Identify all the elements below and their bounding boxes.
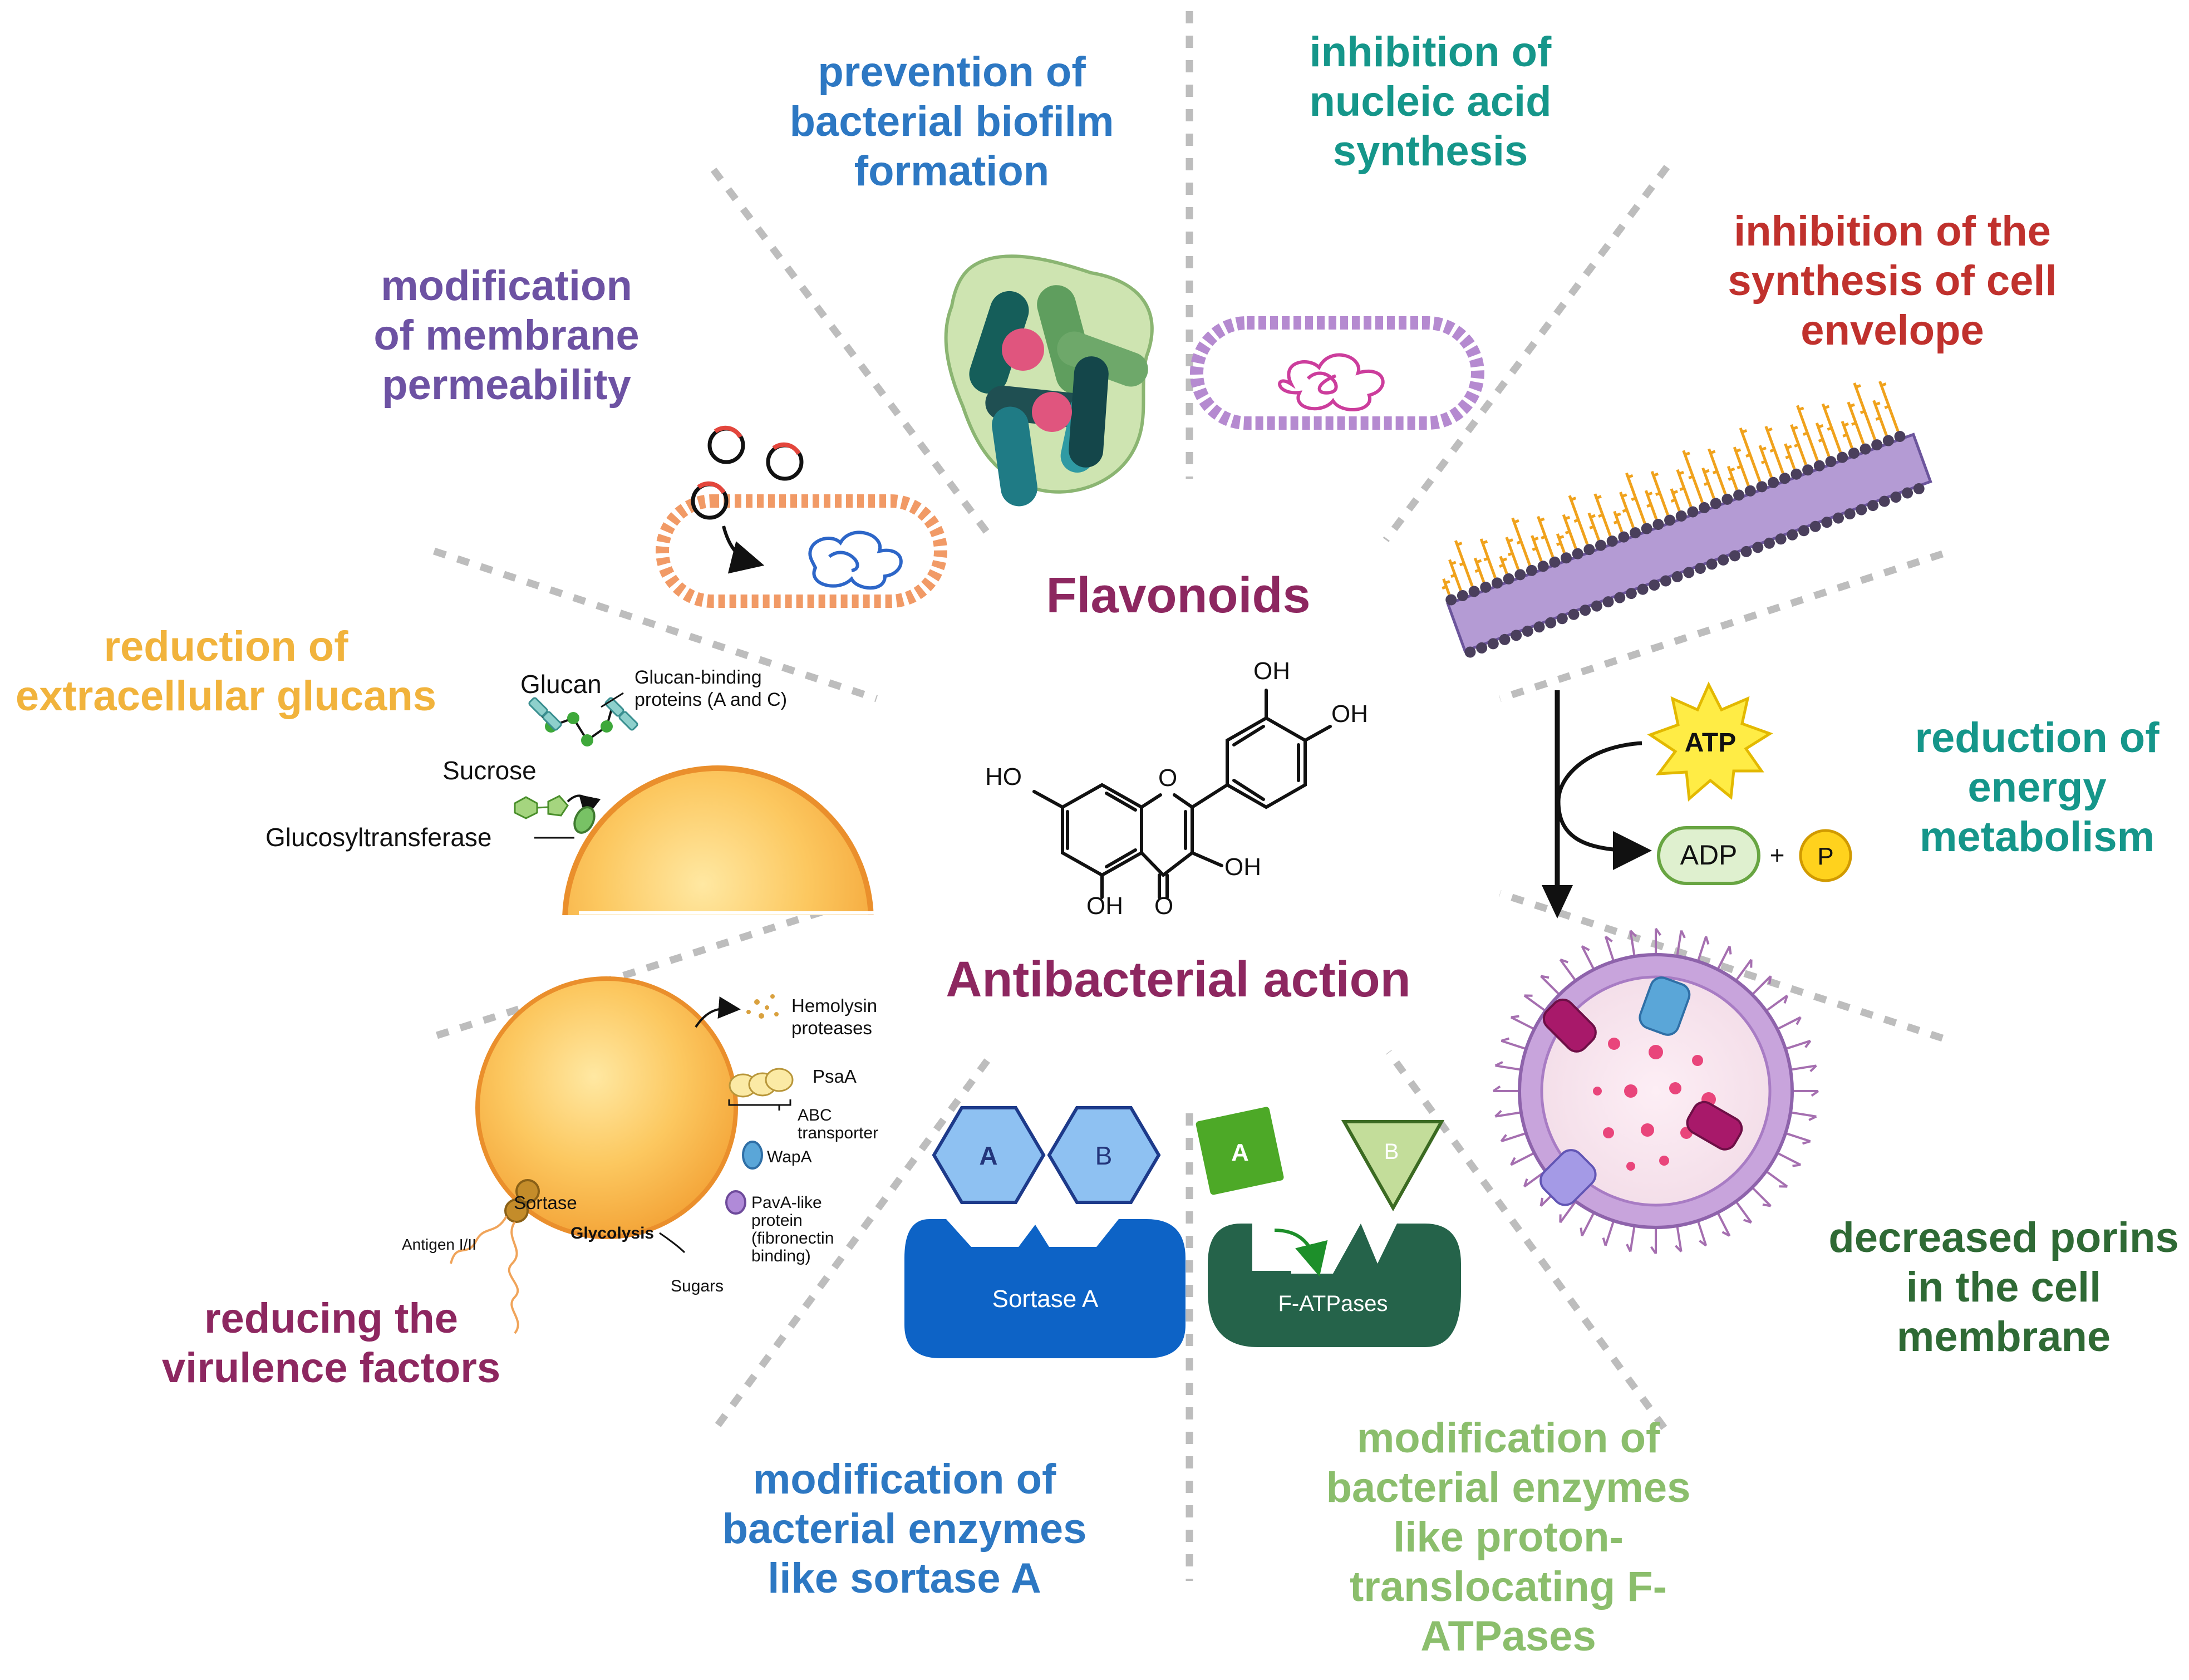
virulence-panel: Hemolysin proteases PsaA ABC transporter… [402, 979, 882, 1333]
title-antibacterial-action: Antibacterial action [946, 952, 1410, 1008]
plus-label: + [1770, 841, 1785, 870]
energy-panel: ATP ADP + P [1542, 685, 1851, 918]
hemolysin-line-2: proteases [791, 1018, 872, 1038]
label-o-keto: O [1154, 892, 1173, 920]
fatpase-substrate-b-label: B [1384, 1139, 1399, 1164]
phosphate-label: P [1817, 843, 1833, 870]
cell-envelope-illustration [1423, 370, 1933, 660]
nucleic-acid-cell [1197, 323, 1478, 423]
sucrose-label: Sucrose [442, 756, 537, 785]
label-oh-top: OH [1253, 657, 1290, 685]
abc-line-1: ABC [798, 1106, 832, 1124]
pava-label: PavA-like protein (fibronectin binding) [751, 1193, 839, 1265]
sortase-substrate-a-label: A [979, 1141, 997, 1170]
glycolysis-label: Glycolysis [570, 1224, 654, 1242]
atp-label: ATP [1685, 728, 1736, 758]
abc-transporter-label: ABC transporter [798, 1106, 878, 1142]
quercetin-structure [1034, 690, 1330, 897]
glucan-binding-line-2: proteins (A and C) [634, 689, 787, 710]
pava-line-4: binding) [751, 1247, 811, 1265]
sortase-label: Sortase [514, 1192, 577, 1213]
adp-label: ADP [1680, 839, 1738, 871]
title-flavonoids: Flavonoids [1046, 568, 1310, 623]
psaa-label: PsaA [813, 1066, 857, 1087]
sugars-label: Sugars [671, 1277, 724, 1295]
fatpase-enzyme-label: F-ATPases [1278, 1291, 1388, 1316]
porins-illustration [1493, 929, 1818, 1254]
label-o-ring: O [1158, 764, 1177, 792]
sortase-panel: A B Sortase A [904, 1108, 1185, 1358]
label-oh-right: OH [1331, 700, 1368, 728]
pava-line-1: PavA-like [751, 1193, 822, 1212]
hemolysin-line-1: Hemolysin [791, 995, 877, 1016]
wapa-label: WapA [767, 1148, 812, 1166]
antigen-label: Antigen I/II [402, 1236, 476, 1253]
label-oh-ring: OH [1224, 853, 1261, 881]
sortase-enzyme-label: Sortase A [992, 1285, 1099, 1313]
fatpase-panel: A B F-ATPases [1196, 1106, 1461, 1347]
glucan-binding-line-1: Glucan-binding [634, 667, 762, 688]
label-ho-left: HO [985, 763, 1022, 790]
pava-line-3: (fibronectin [751, 1229, 834, 1247]
label-oh-bottom: OH [1086, 892, 1123, 920]
quercetin-labels: OH OH HO O OH OH O [985, 657, 1368, 920]
glucosyltransferase-label: Glucosyltransferase [265, 823, 492, 852]
glucan-binding-label: Glucan-binding proteins (A and C) [634, 667, 787, 710]
glucan-label: Glucan [520, 670, 602, 699]
hemolysin-label: Hemolysin proteases [791, 995, 882, 1038]
biofilm-illustration [946, 256, 1153, 508]
sortase-substrate-b-label: B [1095, 1141, 1113, 1170]
pava-line-2: protein [751, 1211, 803, 1230]
abc-line-2: transporter [798, 1124, 878, 1142]
membrane-permeability-illustration [662, 428, 941, 601]
fatpase-substrate-a-label: A [1231, 1139, 1249, 1166]
